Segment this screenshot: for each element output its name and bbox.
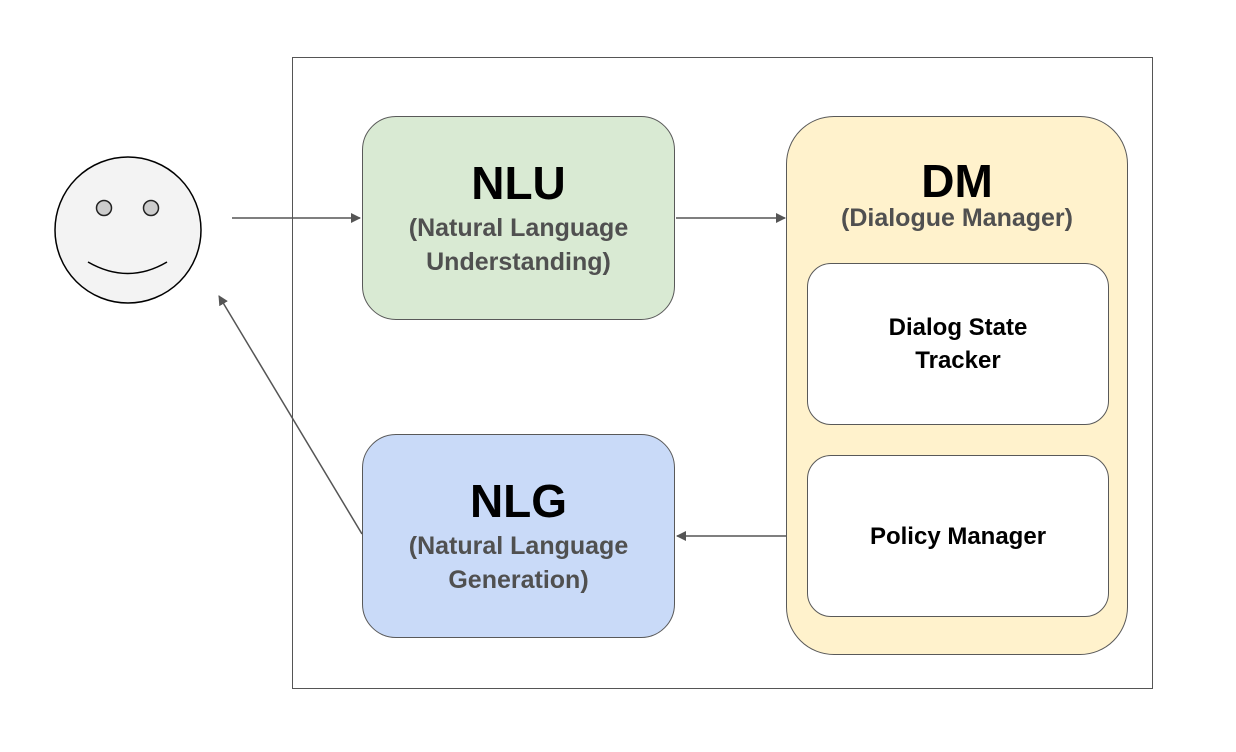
user-right-eye [142,199,160,217]
dialog-state-tracker-box: Dialog State Tracker [807,263,1109,425]
nlu-subtitle-line2: Understanding) [426,248,611,276]
dm-subtitle: (Dialogue Manager) [841,204,1073,232]
dm-title: DM [921,155,993,207]
nlu-subtitle-line1: (Natural Language [408,214,629,242]
dialog-state-tracker-line1: Dialog State [888,314,1028,341]
nlg-subtitle: (Natural Language Generation) [409,529,628,597]
nlg-subtitle-line2: Generation) [448,566,589,594]
nlu-box: NLU (Natural Language Understanding) [362,116,675,320]
nlu-subtitle: (Natural Language Understanding) [409,211,628,279]
nlg-subtitle-line1: (Natural Language [408,532,629,560]
policy-manager-line1: Policy Manager [869,522,1047,550]
nlg-title: NLG [469,475,568,527]
user-smile [87,261,168,275]
user-smiley-icon [54,156,202,304]
dialog-state-tracker-label: Dialog State Tracker [889,311,1028,377]
nlg-box: NLG (Natural Language Generation) [362,434,675,638]
dialog-state-tracker-line2: Tracker [915,347,1001,374]
arrow-nlg-to-user [218,295,363,535]
user-left-eye [95,199,113,217]
policy-manager-box: Policy Manager [807,455,1109,617]
dialogue-system-frame [292,57,1153,689]
policy-manager-label: Policy Manager [870,520,1046,553]
user-face [54,156,202,304]
nlu-title: NLU [471,157,566,209]
